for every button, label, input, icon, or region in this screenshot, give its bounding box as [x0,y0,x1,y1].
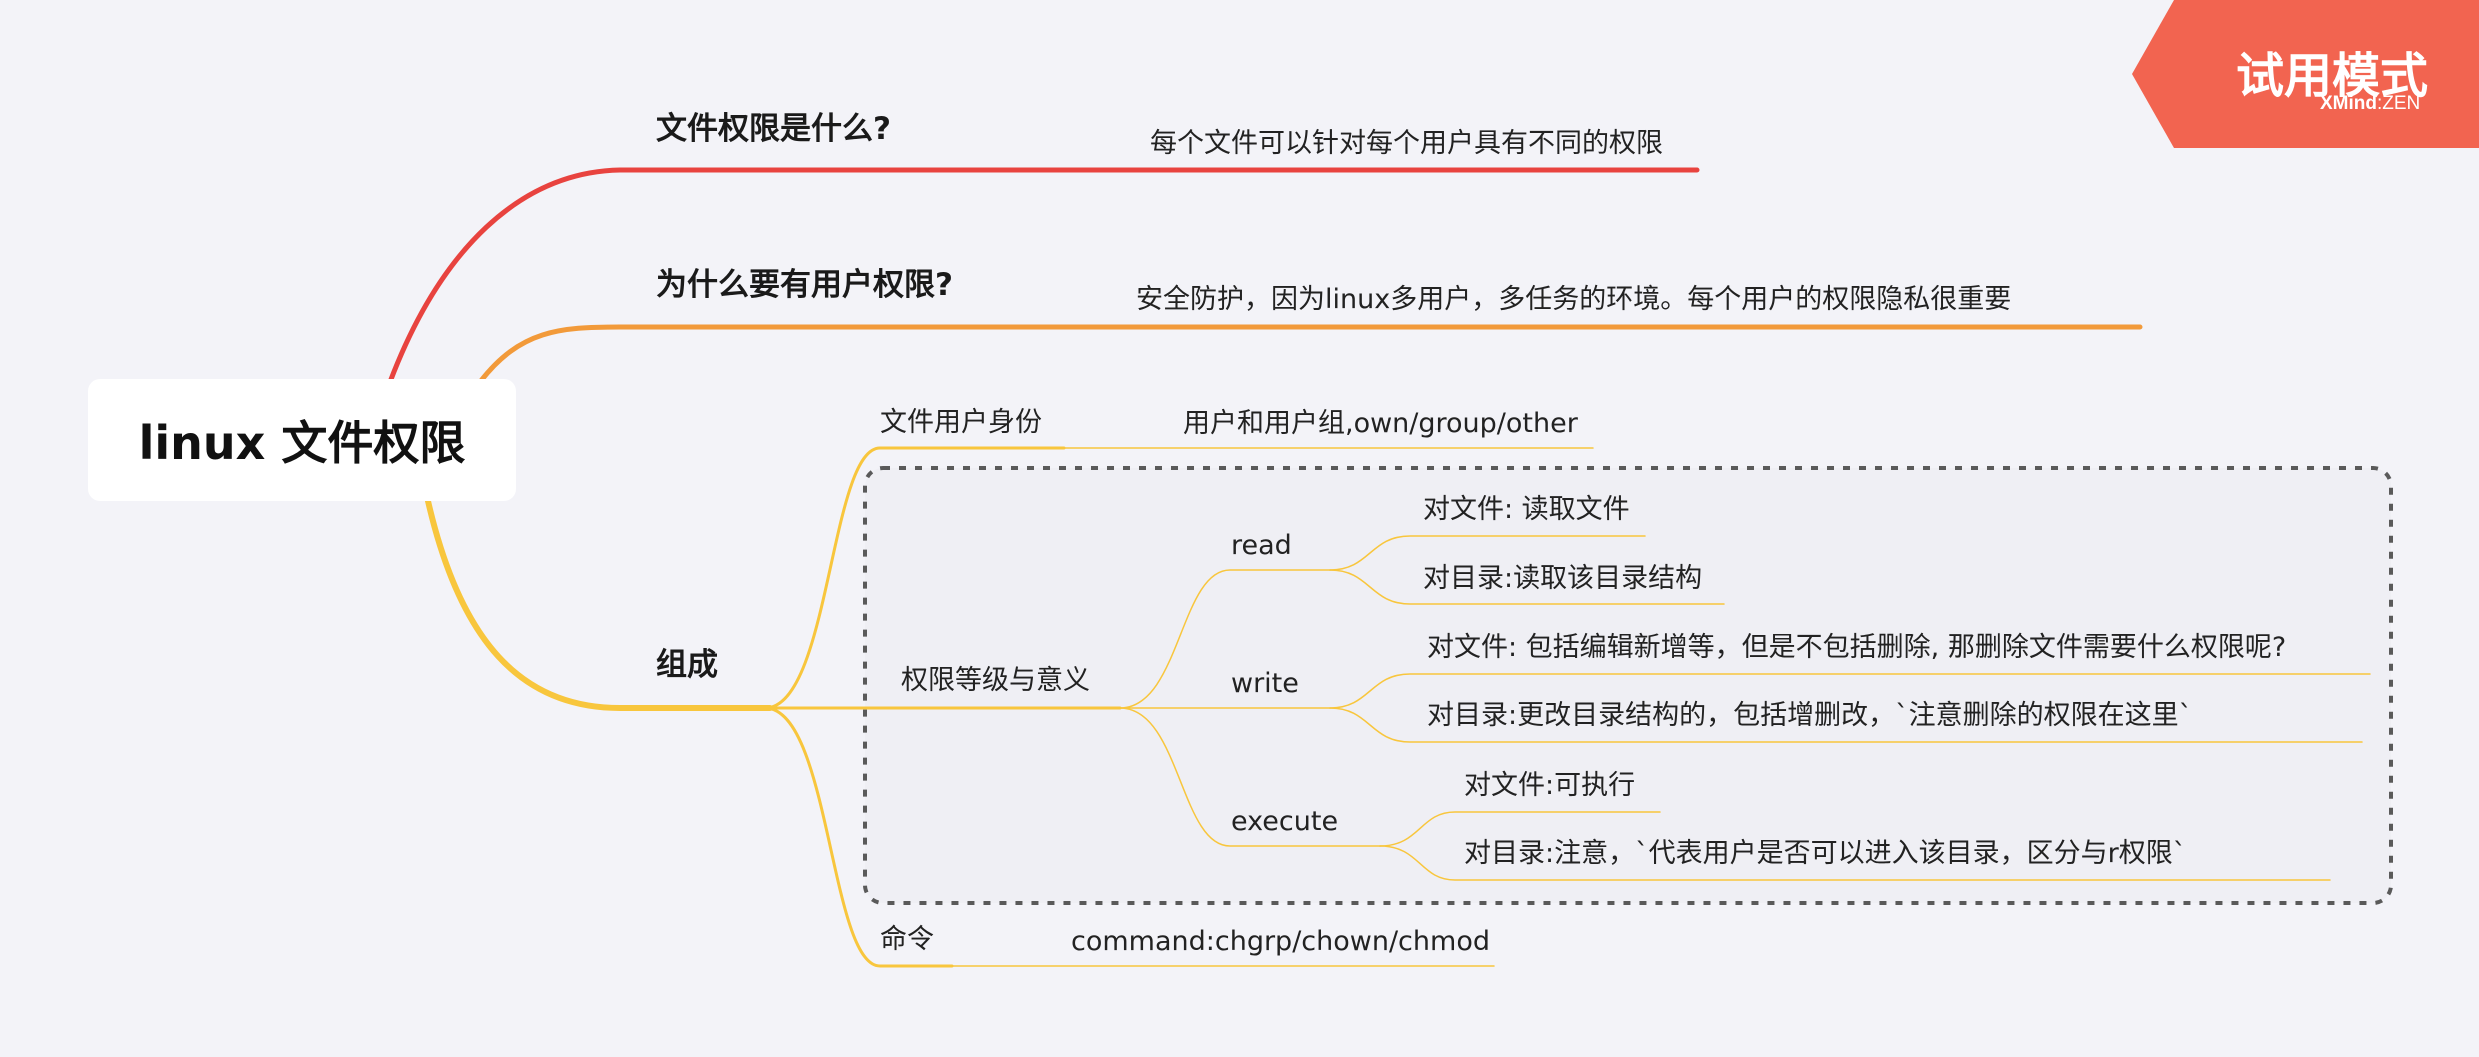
read-directory-meaning[interactable]: 对目录:读取该目录结构 [1423,563,1703,594]
leaf-user-and-group[interactable]: 用户和用户组,own/group/other [1183,408,1578,439]
connector-write-dir [1329,707,2363,743]
connector-file-user-identity [763,446,1066,710]
permission-read[interactable]: read [1231,530,1292,561]
central-topic-label: linux 文件权限 [138,416,466,470]
connector-read-dir [1329,569,1725,605]
topic-composition[interactable]: 组成 [656,647,718,683]
topic-why-user-permission[interactable]: 为什么要有用户权限? [656,267,953,303]
central-topic[interactable]: linux 文件权限 [88,379,516,501]
connector-execute-dir [1379,845,2331,881]
connector-execute [1119,707,1381,847]
brand-separator: : [2377,93,2383,114]
branch-line-what [387,167,1700,385]
subtopic-file-user-identity[interactable]: 文件用户身份 [880,407,1042,438]
connector-write-file [1329,673,2371,709]
leaf-command-list[interactable]: command:chgrp/chown/chmod [1071,926,1490,957]
connector-read [1119,569,1331,709]
branch-line-composition [425,498,773,711]
trial-mode-title: 试用模式 [2236,48,2429,104]
connector-execute-file [1379,811,1661,847]
permission-execute[interactable]: execute [1231,806,1339,837]
branch-line-why [477,324,2143,385]
subtopic-security-reason[interactable]: 安全防护，因为linux多用户，多任务的环境。每个用户的权限隐私很重要 [1136,284,2012,315]
read-file-meaning[interactable]: 对文件: 读取文件 [1423,494,1630,525]
execute-file-meaning[interactable]: 对文件:可执行 [1464,770,1636,801]
subtopic-commands[interactable]: 命令 [880,924,934,955]
subtopic-permission-levels[interactable]: 权限等级与意义 [901,665,1090,696]
execute-directory-meaning[interactable]: 对目录:注意，`代表用户是否可以进入该目录，区分与r权限` [1464,838,2187,869]
xmind-brand-name: XMind [2320,93,2377,114]
write-directory-meaning[interactable]: 对目录:更改目录结构的，包括增删改，`注意删除的权限在这里` [1427,700,2193,731]
permission-write[interactable]: write [1231,668,1299,699]
xmind-edition: ZEN [2382,93,2421,114]
permission-levels-boundary [863,466,2393,905]
trial-mode-badge[interactable] [2132,0,2479,148]
subtopic-permission-per-user[interactable]: 每个文件可以针对每个用户具有不同的权限 [1150,128,1663,159]
connector-read-file [1329,535,1646,571]
write-file-meaning[interactable]: 对文件: 包括编辑新增等，但是不包括删除, 那删除文件需要什么权限呢? [1427,632,2287,663]
xmind-brand-mark: XMind:ZEN [2320,93,2420,115]
connector-commands [763,706,954,968]
topic-what-is-file-permission[interactable]: 文件权限是什么? [656,111,891,147]
